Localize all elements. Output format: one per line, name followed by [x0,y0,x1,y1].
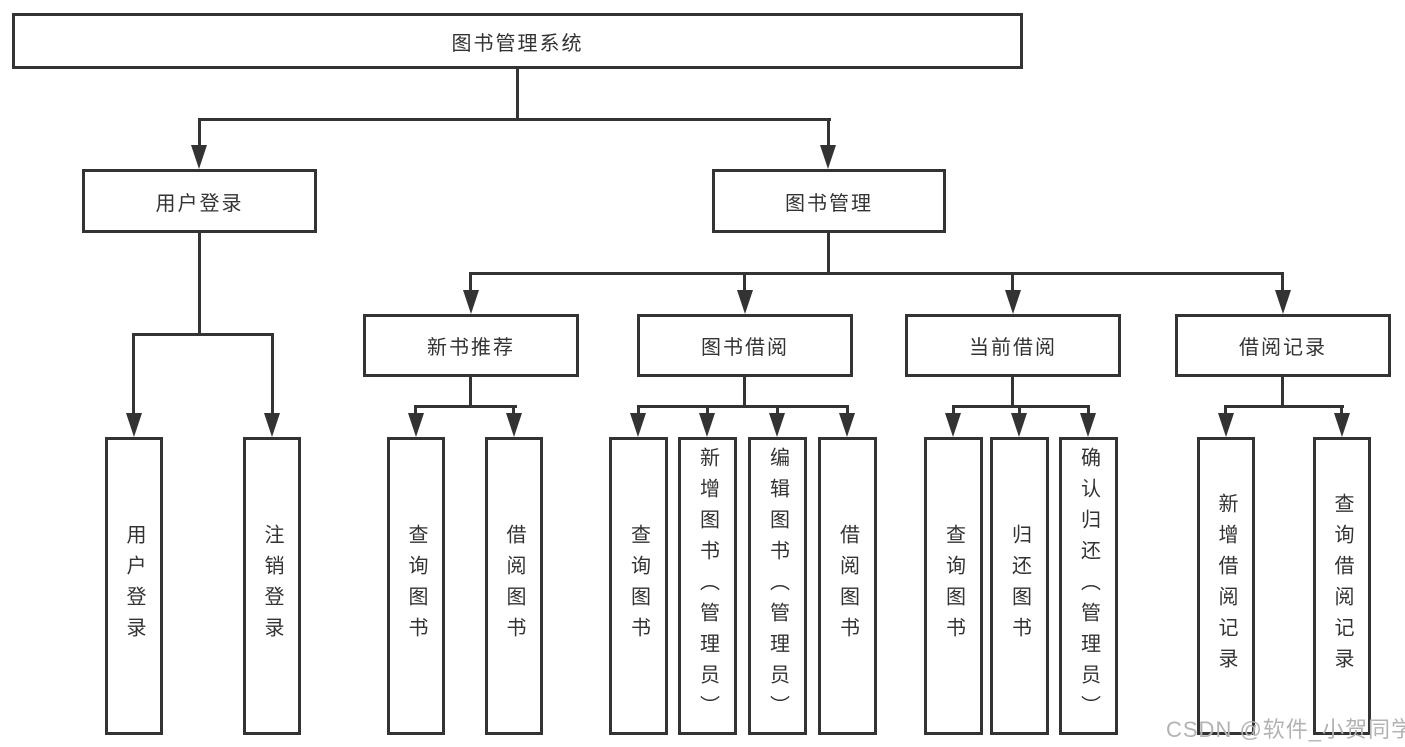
node-label: 新书推荐 [427,337,515,359]
node-label: 图书管理系统 [451,32,584,55]
connector-line [198,118,831,121]
node-label: 图书借阅 [701,337,789,359]
arrowhead-down-icon [945,413,961,437]
leaf-query-books-borrowing: 查询图书 [609,437,668,735]
node-library-management-system: 图书管理系统 [12,13,1023,69]
connector-line [1087,405,1090,417]
node-label: 新增借阅记录 [1215,493,1237,679]
connector-line [469,272,1284,275]
node-borrowing-records: 借阅记录 [1175,314,1391,377]
arrowhead-down-icon [769,413,785,437]
connector-line [776,405,779,417]
connector-line [132,333,135,416]
arrowhead-down-icon [1334,413,1350,437]
arrowhead-down-icon [1005,290,1021,314]
node-label: 归还图书 [1008,524,1031,648]
node-label: 查询借阅记录 [1331,493,1353,679]
csdn-watermark: CSDN @软件_小贺同学 [1166,717,1405,742]
node-label: 查询图书 [405,524,427,648]
node-label: 借阅图书 [503,524,525,648]
arrowhead-down-icon [191,145,207,169]
connector-line [132,333,274,336]
arrowhead-down-icon [839,413,855,437]
node-book-borrowing: 图书借阅 [637,314,853,377]
connector-line [1224,405,1344,408]
connector-line [846,405,849,417]
leaf-query-books-recommend: 查询图书 [387,437,445,735]
leaf-return-books: 归还图书 [990,437,1049,735]
node-label: 当前借阅 [969,337,1057,359]
connector-line [743,272,746,292]
arrowhead-down-icon [506,413,522,437]
node-label: 编辑图书（管理员） [766,446,789,726]
arrowhead-down-icon [699,413,715,437]
node-label: 用户登录 [155,192,244,215]
node-label: 查询图书 [627,524,650,648]
connector-line [952,405,955,417]
connector-line [469,377,472,408]
leaf-borrow-books-recommend: 借阅图书 [485,437,543,735]
connector-line [198,118,201,148]
connector-line [743,377,746,408]
connector-line [637,405,849,408]
node-new-book-recommendation: 新书推荐 [363,314,579,377]
node-label: 图书管理 [785,192,873,215]
node-label: 查询图书 [942,524,965,648]
leaf-add-books-admin: 新增图书（管理员） [678,437,737,735]
connector-line [1281,272,1284,292]
node-label: 借阅记录 [1239,337,1327,359]
connector-line [414,405,417,417]
node-label: 确认归还（管理员） [1077,446,1100,726]
arrowhead-down-icon [1011,413,1027,437]
node-label: 借阅图书 [836,524,859,648]
connector-line [952,405,1090,408]
node-user-login: 用户登录 [82,169,317,233]
connector-line [1018,405,1021,417]
connector-line [637,405,640,417]
leaf-borrow-books: 借阅图书 [818,437,877,735]
arrowhead-down-icon [820,145,836,169]
leaf-logout: 注销登录 [243,437,301,735]
connector-line [1011,272,1014,292]
leaf-query-books-current: 查询图书 [924,437,983,735]
connector-line [414,405,517,408]
node-label: 注销登录 [261,524,283,648]
arrowhead-down-icon [630,413,646,437]
node-label: 新增图书（管理员） [696,446,719,726]
connector-line [706,405,709,417]
connector-line [827,118,830,148]
arrowhead-down-icon [1275,290,1291,314]
node-current-borrowing: 当前借阅 [905,314,1121,377]
arrowhead-down-icon [264,413,280,437]
connector-line [1281,377,1284,408]
node-book-management: 图书管理 [712,169,946,233]
leaf-user-login: 用户登录 [105,437,163,735]
arrowhead-down-icon [737,290,753,314]
connector-line [1224,405,1227,417]
arrowhead-down-icon [1080,413,1096,437]
connector-line [1340,405,1343,417]
connector-line [198,233,201,335]
connector-line [469,272,472,292]
leaf-query-borrow-record: 查询借阅记录 [1313,437,1371,735]
leaf-add-borrow-record: 新增借阅记录 [1197,437,1255,735]
connector-line [271,333,274,416]
connector-line [516,69,519,121]
connector-line [827,233,830,275]
arrowhead-down-icon [463,290,479,314]
connector-line [1011,377,1014,408]
leaf-edit-books-admin: 编辑图书（管理员） [748,437,807,735]
leaf-confirm-return-admin: 确认归还（管理员） [1059,437,1118,735]
node-label: 用户登录 [123,524,145,648]
arrowhead-down-icon [126,413,142,437]
arrowhead-down-icon [1218,413,1234,437]
arrowhead-down-icon [408,413,424,437]
connector-line [512,405,515,417]
